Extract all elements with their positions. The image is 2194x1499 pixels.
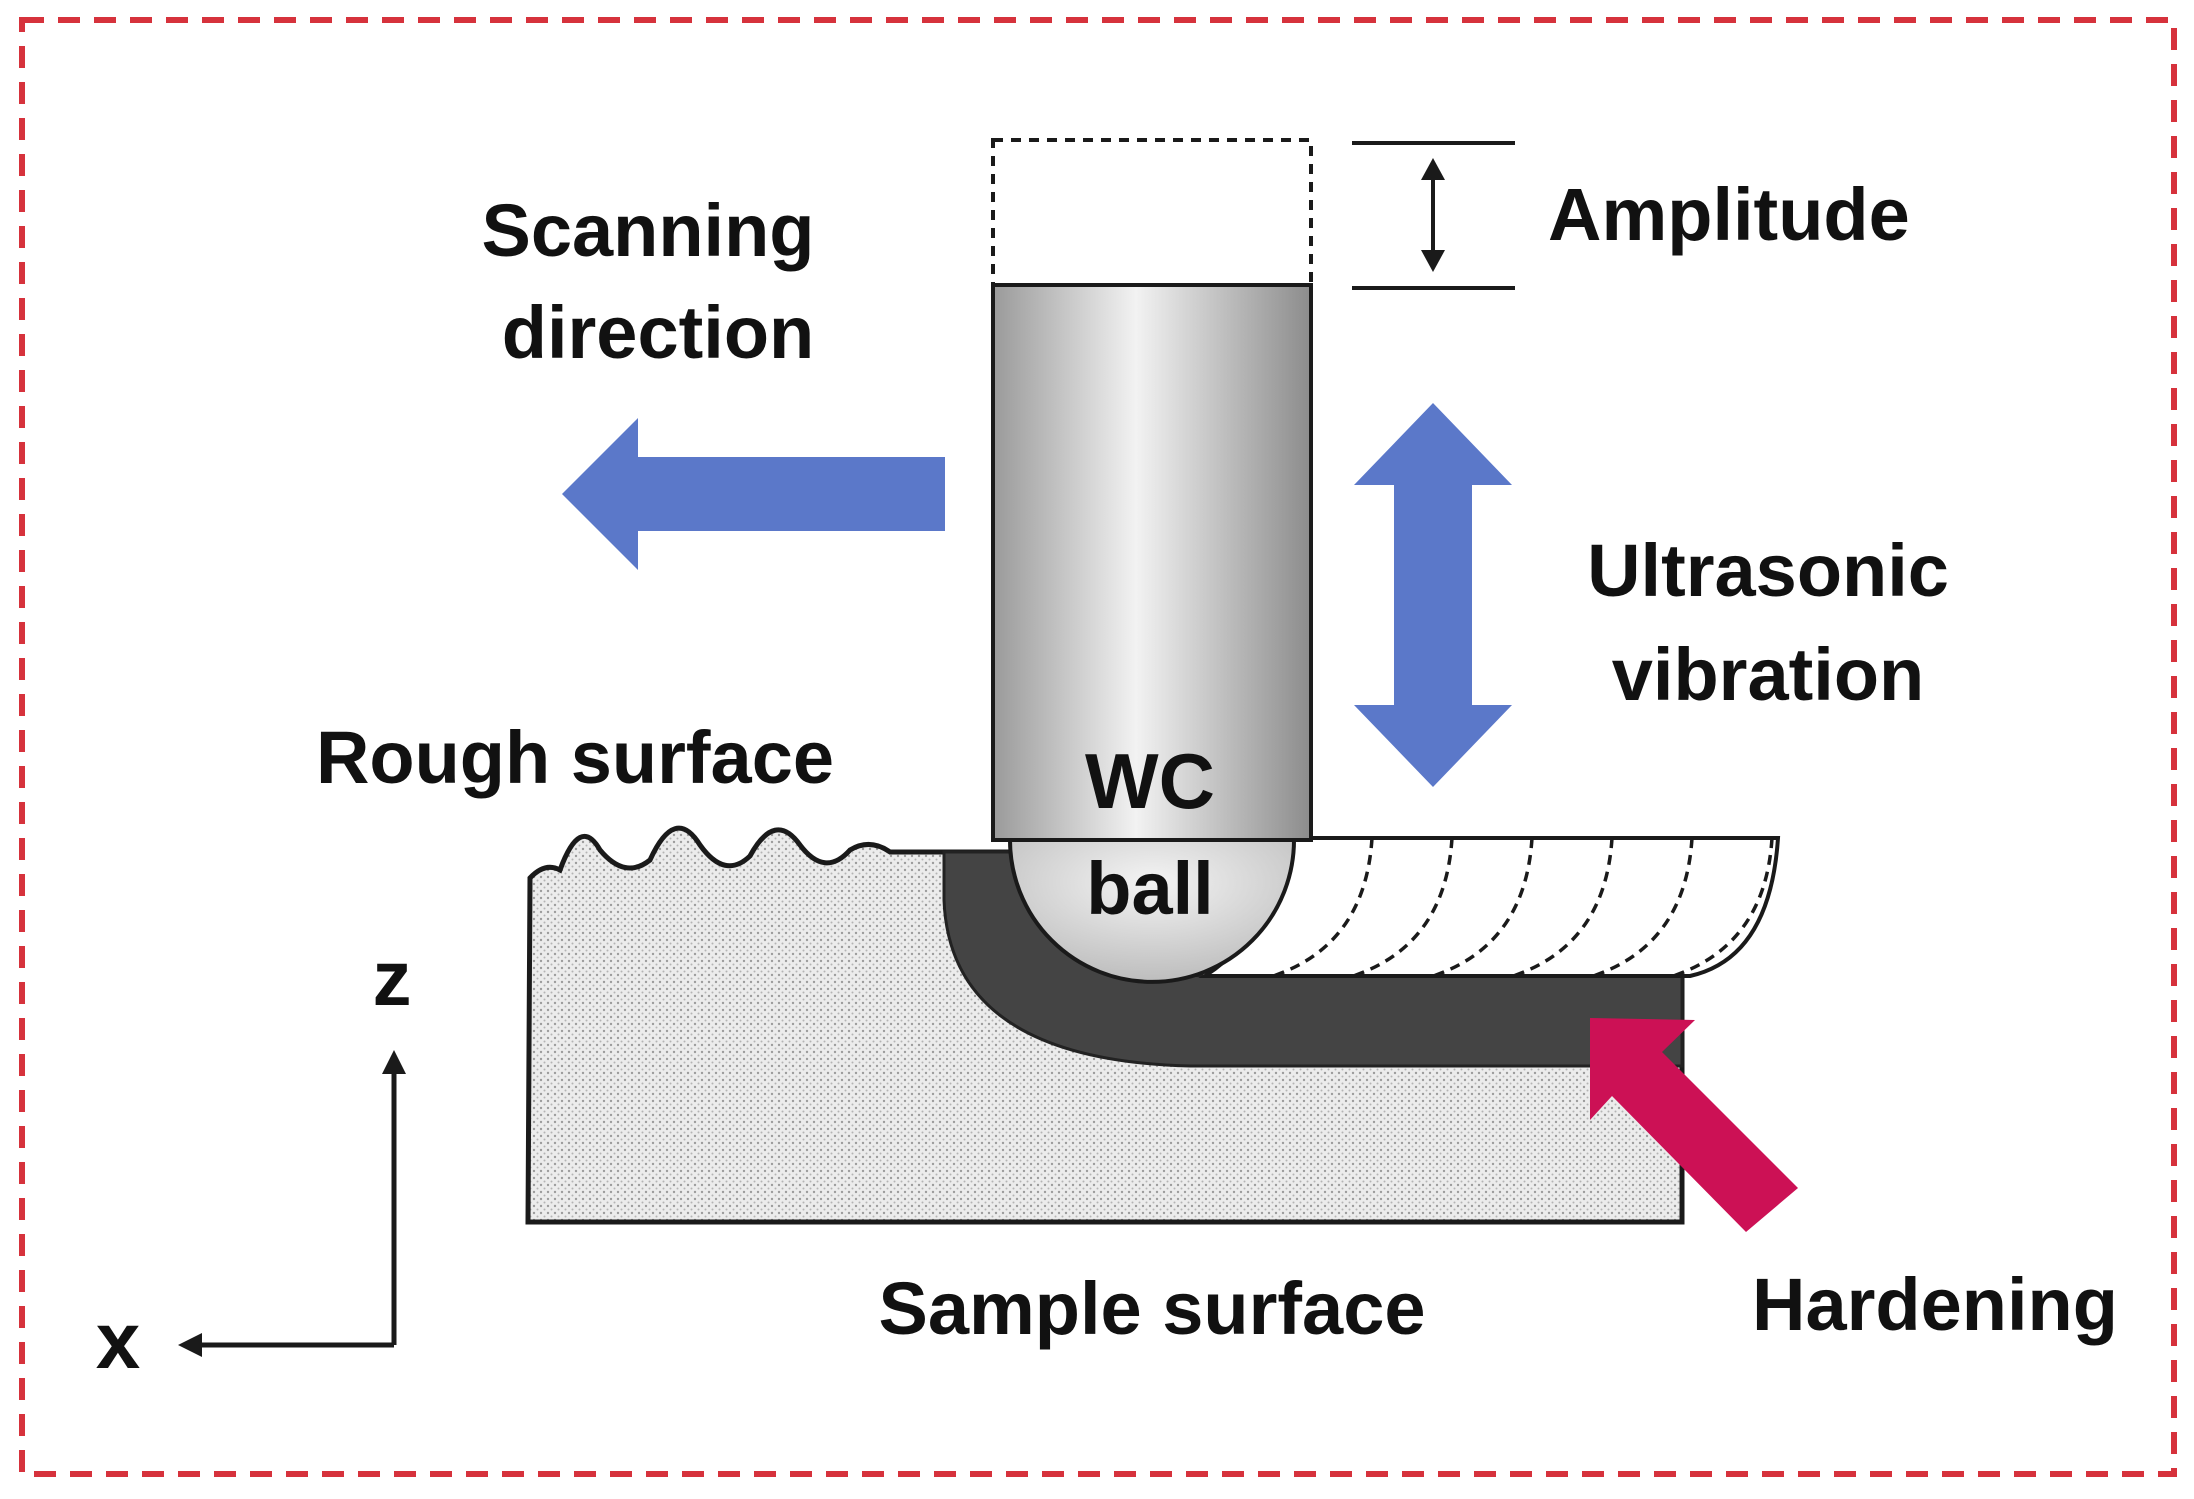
scanning-direction-arrow: [562, 418, 945, 570]
outer-dashed-frame: [19, 17, 2177, 1477]
z-axis-arrowhead: [382, 1050, 406, 1074]
x-axis-label: x: [96, 1296, 141, 1385]
ball-label: ball: [1086, 847, 1213, 930]
amplitude-marker: [1352, 141, 1515, 290]
axes: [178, 1050, 406, 1357]
ultrasonic-label-1: Ultrasonic: [1587, 529, 1949, 612]
sample-surface-label: Sample surface: [878, 1267, 1425, 1350]
wc-ball: [1007, 838, 1297, 984]
amplitude-label: Amplitude: [1548, 173, 1910, 256]
wc-label: WC: [1085, 737, 1215, 825]
tool-amplitude-outline: [991, 138, 1313, 287]
hardening-label: Hardening: [1752, 1263, 2118, 1346]
ultrasonic-vibration-arrow: [1354, 403, 1512, 787]
x-axis-arrowhead: [178, 1333, 202, 1357]
scanning-direction-label-1: Scanning: [481, 189, 814, 272]
hardening-arrow: [1590, 1018, 1798, 1232]
scanning-direction-label-2: direction: [502, 291, 814, 374]
ultrasonic-label-2: vibration: [1612, 633, 1924, 716]
rolled-track-arcs: [1259, 838, 1774, 976]
rough-surface-label: Rough surface: [316, 716, 834, 799]
z-axis-label: z: [373, 934, 412, 1022]
